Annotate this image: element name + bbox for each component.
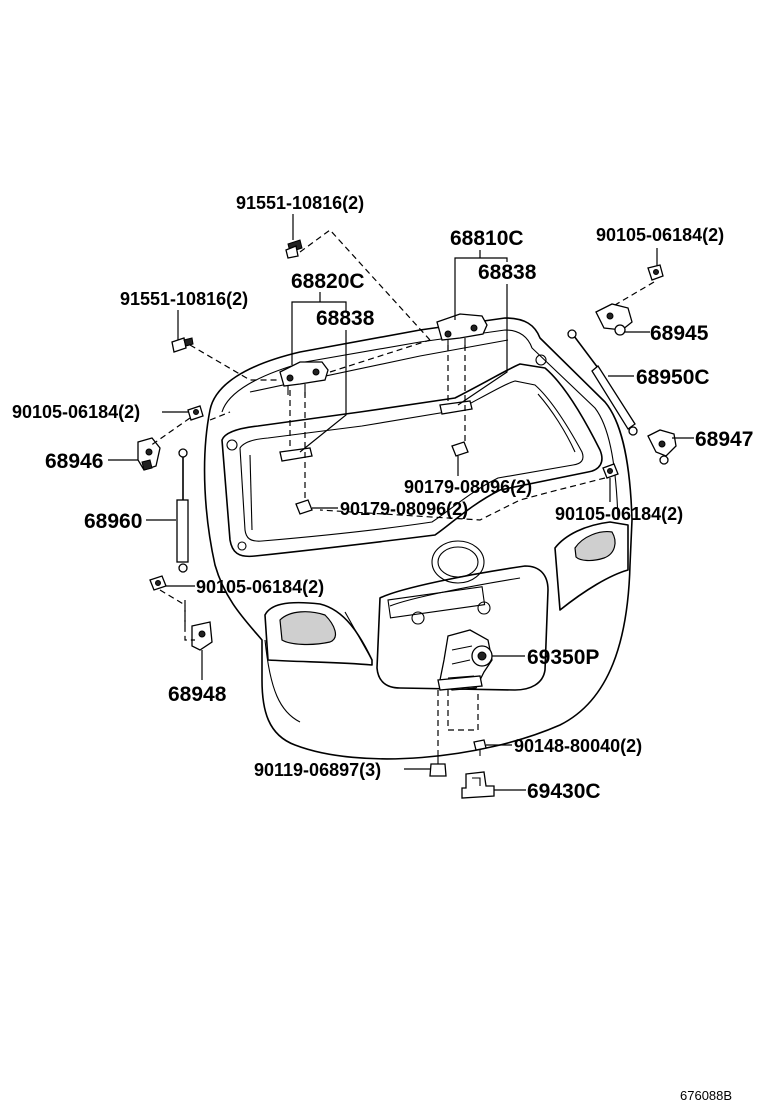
label-lock-assy: 69350P — [527, 646, 599, 669]
screw-90148-80040 — [473, 739, 487, 756]
left-shim-68838 — [279, 447, 313, 462]
bracket-68945 — [595, 303, 633, 336]
stay-68960 — [176, 448, 189, 573]
bracket-68947 — [647, 429, 677, 465]
label-bolt-top: 91551-10816(2) — [236, 193, 364, 213]
striker-69430C — [461, 771, 495, 799]
label-nut-right-lower: 90105-06184(2) — [555, 504, 683, 524]
leader-lines — [108, 214, 694, 791]
nut-90105-06184-top-right — [647, 264, 664, 281]
label-bracket-68946: 68946 — [45, 450, 103, 473]
label-bracket-68947: 68947 — [695, 428, 753, 451]
reference-code: 676088B — [680, 1088, 732, 1103]
label-bolt-lower: 90119-06897(3) — [254, 760, 381, 780]
label-hinge-left: 68820C — [291, 270, 365, 293]
assembly-lines — [149, 229, 655, 748]
label-nut-left-upper: 90105-06184(2) — [12, 402, 140, 422]
stay-68950C — [567, 329, 638, 436]
label-bracket-68945: 68945 — [650, 322, 709, 345]
label-hinge-right: 68810C — [450, 227, 524, 250]
bolt-91551-10816-top — [285, 239, 303, 259]
label-bolt-left: 91551-10816(2) — [120, 289, 248, 309]
label-nut-left-lower: 90105-06184(2) — [196, 577, 324, 597]
nut-90105-06184-right-lower — [602, 463, 619, 479]
bolt-90119-06897 — [429, 750, 447, 777]
nut-90179-08096-center-right — [451, 441, 469, 457]
right-shim-68838 — [439, 400, 473, 415]
back-door-panel — [203, 317, 633, 760]
lock-assy-69350P — [437, 629, 493, 691]
label-nut-center-right: 90179-08096(2) — [404, 477, 532, 497]
right-hinge-68810C — [436, 313, 488, 350]
label-nut-center-left: 90179-08096(2) — [340, 499, 468, 519]
label-screw-lower: 90148-80040(2) — [514, 736, 642, 756]
part-labels: 91551-10816(2) 91551-10816(2) 68820C 688… — [12, 193, 753, 803]
label-stay-68950C: 68950C — [636, 366, 710, 389]
label-stay-68960: 68960 — [84, 510, 142, 533]
label-striker: 69430C — [527, 780, 601, 803]
bolt-91551-10816-left — [171, 337, 194, 353]
label-bracket-68948: 68948 — [168, 683, 227, 706]
label-shim-left: 68838 — [316, 307, 375, 330]
label-shim-right: 68838 — [478, 261, 537, 284]
bracket-68946 — [137, 437, 161, 471]
left-hinge-68820C — [279, 361, 329, 396]
nut-90179-08096-center-left — [295, 499, 313, 515]
label-nut-top-right: 90105-06184(2) — [596, 225, 724, 245]
nut-90105-06184-left-upper — [187, 405, 204, 421]
nut-90105-06184-left-lower — [149, 575, 167, 591]
bracket-68948 — [191, 621, 213, 651]
